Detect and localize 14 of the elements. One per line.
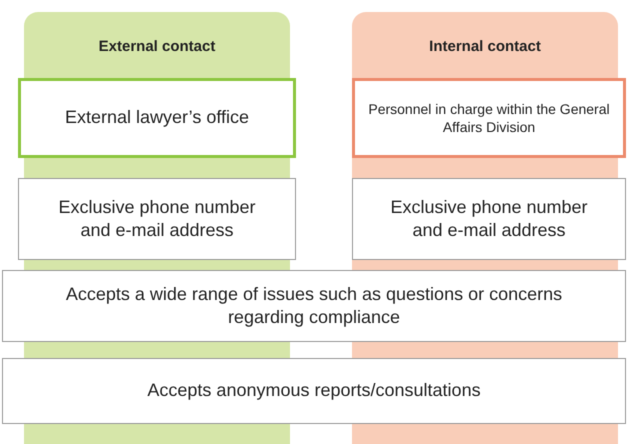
contact-box bbox=[18, 178, 296, 260]
box-text: Exclusive phone number and e-mail address bbox=[57, 196, 257, 242]
box-text: External lawyer’s office bbox=[64, 106, 250, 130]
contact-box bbox=[2, 270, 626, 342]
box-text: Accepts a wide range of issues such as questions or concerns regarding compliance bbox=[64, 282, 564, 329]
contact-box bbox=[352, 178, 626, 260]
column-heading: Internal contact bbox=[428, 38, 542, 55]
box-text: Personnel in charge within the General Affairs Division bbox=[367, 100, 611, 136]
column-heading: External contact bbox=[98, 38, 216, 55]
contact-box bbox=[18, 78, 296, 158]
contact-box bbox=[352, 78, 626, 158]
box-text: Exclusive phone number and e-mail address bbox=[389, 196, 589, 242]
box-text: Accepts anonymous reports/consultations bbox=[147, 379, 481, 402]
contact-box bbox=[2, 358, 626, 424]
